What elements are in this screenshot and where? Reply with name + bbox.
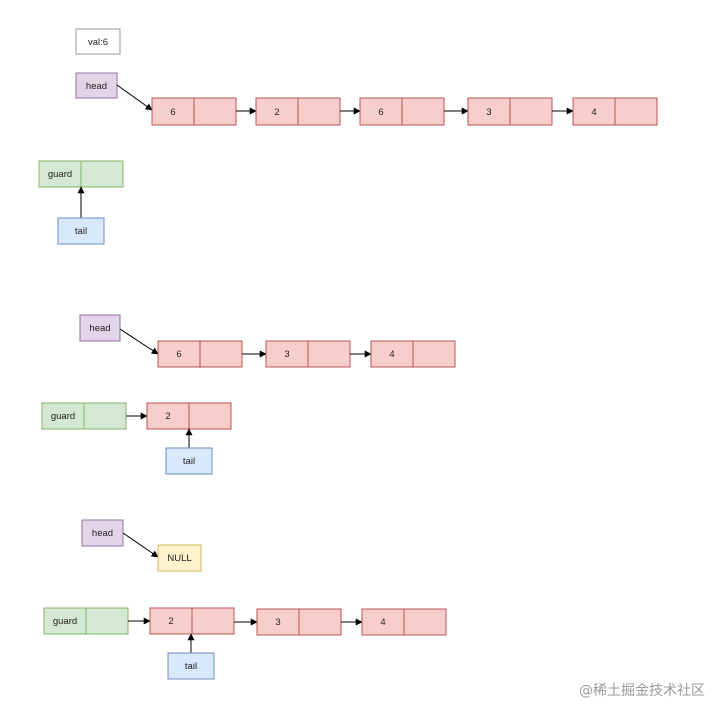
head-label: head xyxy=(92,528,113,539)
node-value: 3 xyxy=(275,617,280,628)
guard-node: guard xyxy=(38,160,124,188)
tail-pointer: tail xyxy=(165,447,213,475)
stage-1: head 6 2 6 3 4 xyxy=(38,72,658,245)
list-node: 3 xyxy=(265,340,351,368)
list-node: 6 xyxy=(151,97,237,126)
list-node: 3 xyxy=(256,608,342,636)
tail-label: tail xyxy=(75,226,87,237)
tail-pointer: tail xyxy=(167,652,215,680)
list-node: 2 xyxy=(149,607,235,635)
val-box: val:6 xyxy=(75,28,121,55)
list-node: 2 xyxy=(255,97,341,126)
val-box-label: val:6 xyxy=(88,37,108,48)
list-node: 4 xyxy=(370,340,456,368)
tail-label: tail xyxy=(183,456,195,467)
stage-3: head NULL guard 2 3 4 xyxy=(43,519,447,680)
guard-label: guard xyxy=(51,411,75,422)
head-arrow xyxy=(122,532,159,558)
head-pointer: head xyxy=(75,72,118,99)
node-value: 2 xyxy=(168,616,173,627)
watermark: @稀土掘金技术社区 xyxy=(579,683,705,699)
list-node: 4 xyxy=(361,608,447,636)
node-value: 2 xyxy=(165,411,170,422)
guard-node: guard xyxy=(41,402,127,430)
tail-label: tail xyxy=(185,661,197,672)
head-arrow xyxy=(116,84,153,111)
guard-label: guard xyxy=(48,169,72,180)
null-label: NULL xyxy=(167,553,191,564)
list-node: 2 xyxy=(146,402,232,430)
node-value: 6 xyxy=(176,349,181,360)
node-value: 4 xyxy=(380,617,385,628)
list-node: 3 xyxy=(467,97,553,126)
list-node: 4 xyxy=(572,97,658,126)
node-value: 6 xyxy=(378,107,383,118)
head-label: head xyxy=(86,81,107,92)
node-value: 3 xyxy=(486,107,491,118)
tail-pointer: tail xyxy=(57,217,105,245)
stage-2: head 6 3 4 guard 2 xyxy=(41,314,456,475)
node-value: 2 xyxy=(274,107,279,118)
head-label: head xyxy=(89,323,110,334)
list-node: 6 xyxy=(359,97,445,126)
guard-node: guard xyxy=(43,607,129,635)
guard-label: guard xyxy=(53,616,77,627)
head-arrow xyxy=(119,328,159,355)
head-pointer: head xyxy=(81,519,124,547)
head-pointer: head xyxy=(79,314,121,342)
node-value: 4 xyxy=(591,107,596,118)
list-node: 6 xyxy=(157,340,243,368)
null-node: NULL xyxy=(157,544,202,572)
node-value: 4 xyxy=(389,349,394,360)
node-value: 3 xyxy=(284,349,289,360)
node-value: 6 xyxy=(170,107,175,118)
